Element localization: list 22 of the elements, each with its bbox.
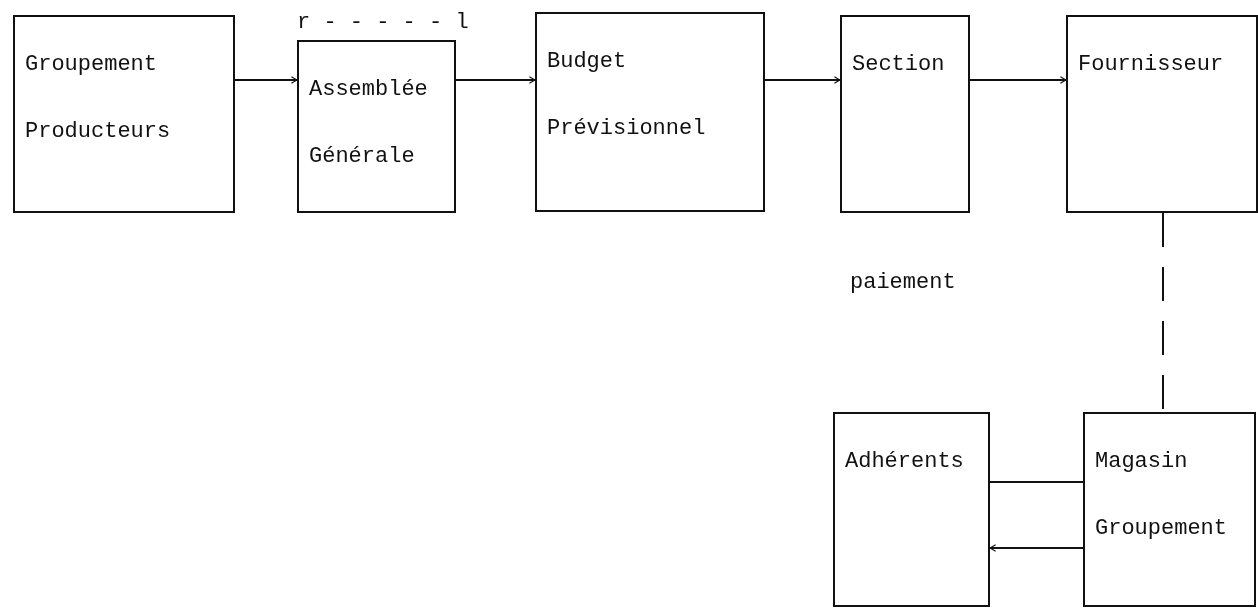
note-text: r - - - - - l [297,10,469,35]
arrow [764,76,841,84]
note-text: paiement [850,270,956,295]
process-box [13,15,235,213]
arrow [969,76,1067,84]
box-label: Assemblée Générale [309,76,429,171]
arrow [234,76,298,84]
box-label: Fournisseur [1078,51,1225,79]
box-label: Budget Prévisionnel [547,48,707,143]
box-label: Groupement Producteurs [25,51,172,146]
process-box [840,15,970,213]
arrow [455,76,536,84]
process-box [1066,15,1258,213]
box-label: Section [852,51,946,79]
process-box [297,40,456,213]
process-box [833,412,990,607]
box-label: Adhérents [845,448,965,476]
process-box [1083,412,1256,607]
arrow [989,544,1084,552]
connector-line [989,481,1084,483]
process-box [535,12,765,212]
box-label: Magasin Groupement [1095,448,1229,543]
